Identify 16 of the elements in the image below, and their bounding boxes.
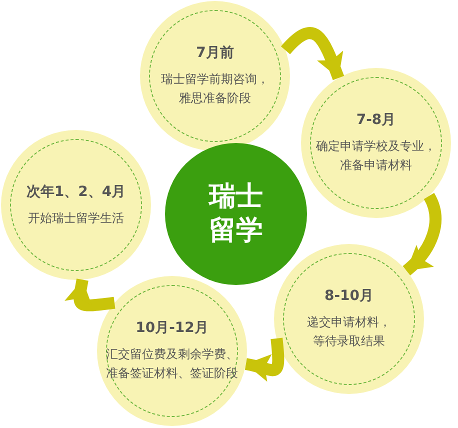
stage-heading: 7月前 bbox=[196, 44, 234, 62]
center-title: 瑞士留学 bbox=[207, 180, 264, 248]
stage-description: 瑞士留学前期咨询，雅思准备阶段 bbox=[160, 71, 270, 107]
curved-arrow bbox=[64, 278, 116, 312]
stage-heading: 8-10月 bbox=[324, 287, 374, 305]
stage-heading: 10月-12月 bbox=[136, 319, 208, 337]
curved-arrow bbox=[244, 338, 284, 382]
stage-description: 递交申请材料，等待录取结果 bbox=[306, 314, 392, 350]
curved-arrow bbox=[402, 193, 442, 276]
stage-description: 开始瑞士留学生活 bbox=[27, 210, 125, 226]
stage-description: 汇交留位费及剩余学费、准备签证材料、签证阶段 bbox=[105, 346, 239, 382]
stage-heading: 7-8月 bbox=[356, 111, 396, 129]
center-circle bbox=[165, 143, 307, 285]
stage-description: 确定申请学校及专业，准备申请材料 bbox=[315, 138, 437, 174]
stage-heading: 次年1、2、4月 bbox=[26, 182, 126, 200]
curved-arrow bbox=[281, 27, 344, 80]
